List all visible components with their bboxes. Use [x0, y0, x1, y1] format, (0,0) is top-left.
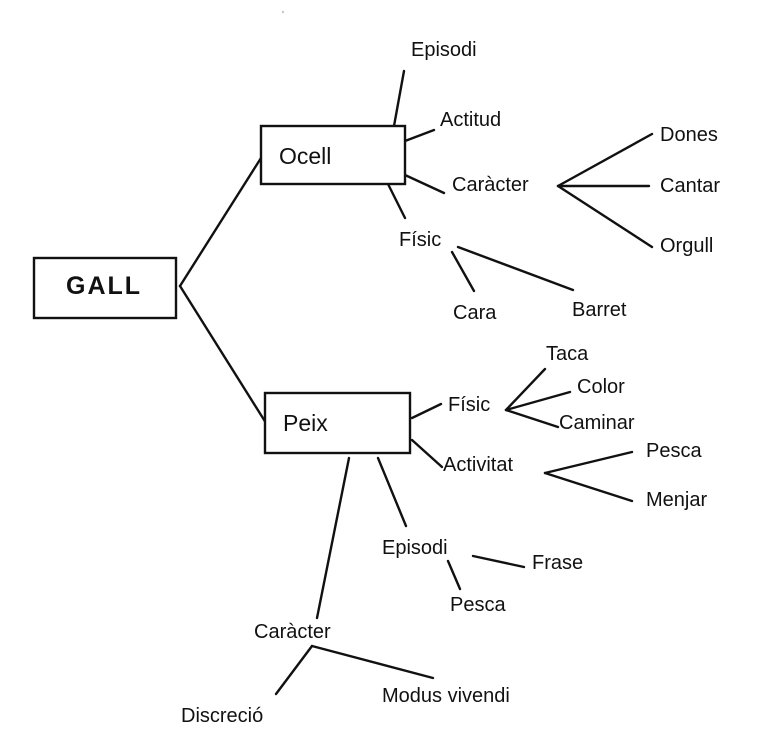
edge-peix-caracter-to-discrecio	[274, 644, 314, 696]
color-label: Color	[577, 376, 625, 398]
edge-peix-activitat-to-activitat-pesca	[543, 450, 634, 475]
edge-gall-to-ocell	[178, 156, 263, 288]
ocell-actitud-label: Actitud	[440, 109, 501, 131]
edge-peix-to-peix-fisic	[410, 402, 443, 420]
ocell-box	[259, 124, 407, 186]
edge-peix-episodi-to-episodi-pesca	[446, 559, 462, 591]
edges-layer	[178, 69, 654, 696]
node-ocell-actitud: Actitud	[440, 109, 501, 131]
edge-peix-to-peix-caracter	[315, 456, 351, 620]
edge-peix-activitat-to-menjar	[543, 471, 634, 503]
edge-ocell-fisic-to-barret	[456, 245, 575, 292]
node-peix-caracter: Caràcter	[254, 621, 331, 643]
modus-vivendi-label: Modus vivendi	[382, 685, 510, 707]
peix-fisic-label: Físic	[448, 394, 490, 416]
node-frase: Frase	[532, 552, 583, 574]
peix-activitat-label: Activitat	[443, 454, 513, 476]
ocell-label: Ocell	[279, 143, 331, 169]
edge-gall-to-peix	[178, 284, 268, 425]
edge-peix-fisic-to-taca	[504, 367, 547, 412]
edge-ocell-to-ocell-fisic	[386, 182, 407, 220]
node-peix-activitat: Activitat	[443, 454, 513, 476]
edge-ocell-caracter-to-orgull	[556, 184, 654, 249]
ocell-caracter-label: Caràcter	[452, 174, 529, 196]
frase-label: Frase	[532, 552, 583, 574]
gall-box	[32, 256, 178, 320]
node-ocell-fisic: Físic	[399, 229, 441, 251]
edge-ocell-caracter-to-dones	[556, 132, 654, 188]
peix-box	[263, 391, 412, 455]
node-peix-fisic: Físic	[448, 394, 490, 416]
edge-ocell-to-ocell-actitud	[403, 128, 436, 143]
node-activitat-pesca: Pesca	[646, 440, 702, 462]
menjar-label: Menjar	[646, 489, 707, 511]
node-color: Color	[577, 376, 625, 398]
caminar-label: Caminar	[559, 412, 635, 434]
node-ocell-episodi: Episodi	[411, 39, 477, 61]
peix-episodi-label: Episodi	[382, 537, 448, 559]
episodi-pesca-label: Pesca	[450, 594, 506, 616]
gall-label: GALL	[66, 272, 142, 300]
peix-label: Peix	[283, 410, 328, 436]
taca-label: Taca	[546, 343, 589, 365]
edge-ocell-to-ocell-episodi	[392, 69, 406, 128]
node-cara: Cara	[453, 302, 497, 324]
orgull-label: Orgull	[660, 235, 713, 257]
node-dones: Dones	[660, 124, 718, 146]
node-menjar: Menjar	[646, 489, 707, 511]
edge-peix-caracter-to-modus-vivendi	[310, 644, 435, 680]
scan-speck	[281, 10, 285, 14]
nodes-layer: GALLOcellPeixEpisodiActitudCaràcterFísic…	[32, 39, 720, 727]
ocell-episodi-label: Episodi	[411, 39, 477, 61]
edge-peix-episodi-to-frase	[471, 554, 526, 569]
node-gall: GALL	[32, 256, 178, 320]
edge-ocell-to-ocell-caracter	[403, 173, 446, 195]
activitat-pesca-label: Pesca	[646, 440, 702, 462]
edge-peix-fisic-to-caminar	[504, 408, 560, 429]
node-discrecio: Discreció	[181, 705, 263, 727]
dones-label: Dones	[660, 124, 718, 146]
node-caminar: Caminar	[559, 412, 635, 434]
cantar-label: Cantar	[660, 175, 720, 197]
barret-label: Barret	[572, 299, 627, 321]
peix-caracter-label: Caràcter	[254, 621, 331, 643]
discrecio-label: Discreció	[181, 705, 263, 727]
cara-label: Cara	[453, 302, 497, 324]
node-episodi-pesca: Pesca	[450, 594, 506, 616]
node-ocell-caracter: Caràcter	[452, 174, 529, 196]
node-taca: Taca	[546, 343, 589, 365]
node-orgull: Orgull	[660, 235, 713, 257]
edge-peix-to-peix-episodi	[376, 456, 408, 528]
edge-peix-fisic-to-color	[504, 390, 572, 412]
node-peix: Peix	[263, 391, 412, 455]
node-peix-episodi: Episodi	[382, 537, 448, 559]
ocell-fisic-label: Físic	[399, 229, 441, 251]
node-ocell: Ocell	[259, 124, 407, 186]
edge-peix-to-peix-activitat	[410, 438, 444, 469]
node-barret: Barret	[572, 299, 627, 321]
edge-ocell-fisic-to-cara	[450, 250, 476, 293]
node-modus-vivendi: Modus vivendi	[382, 685, 510, 707]
node-cantar: Cantar	[660, 175, 720, 197]
